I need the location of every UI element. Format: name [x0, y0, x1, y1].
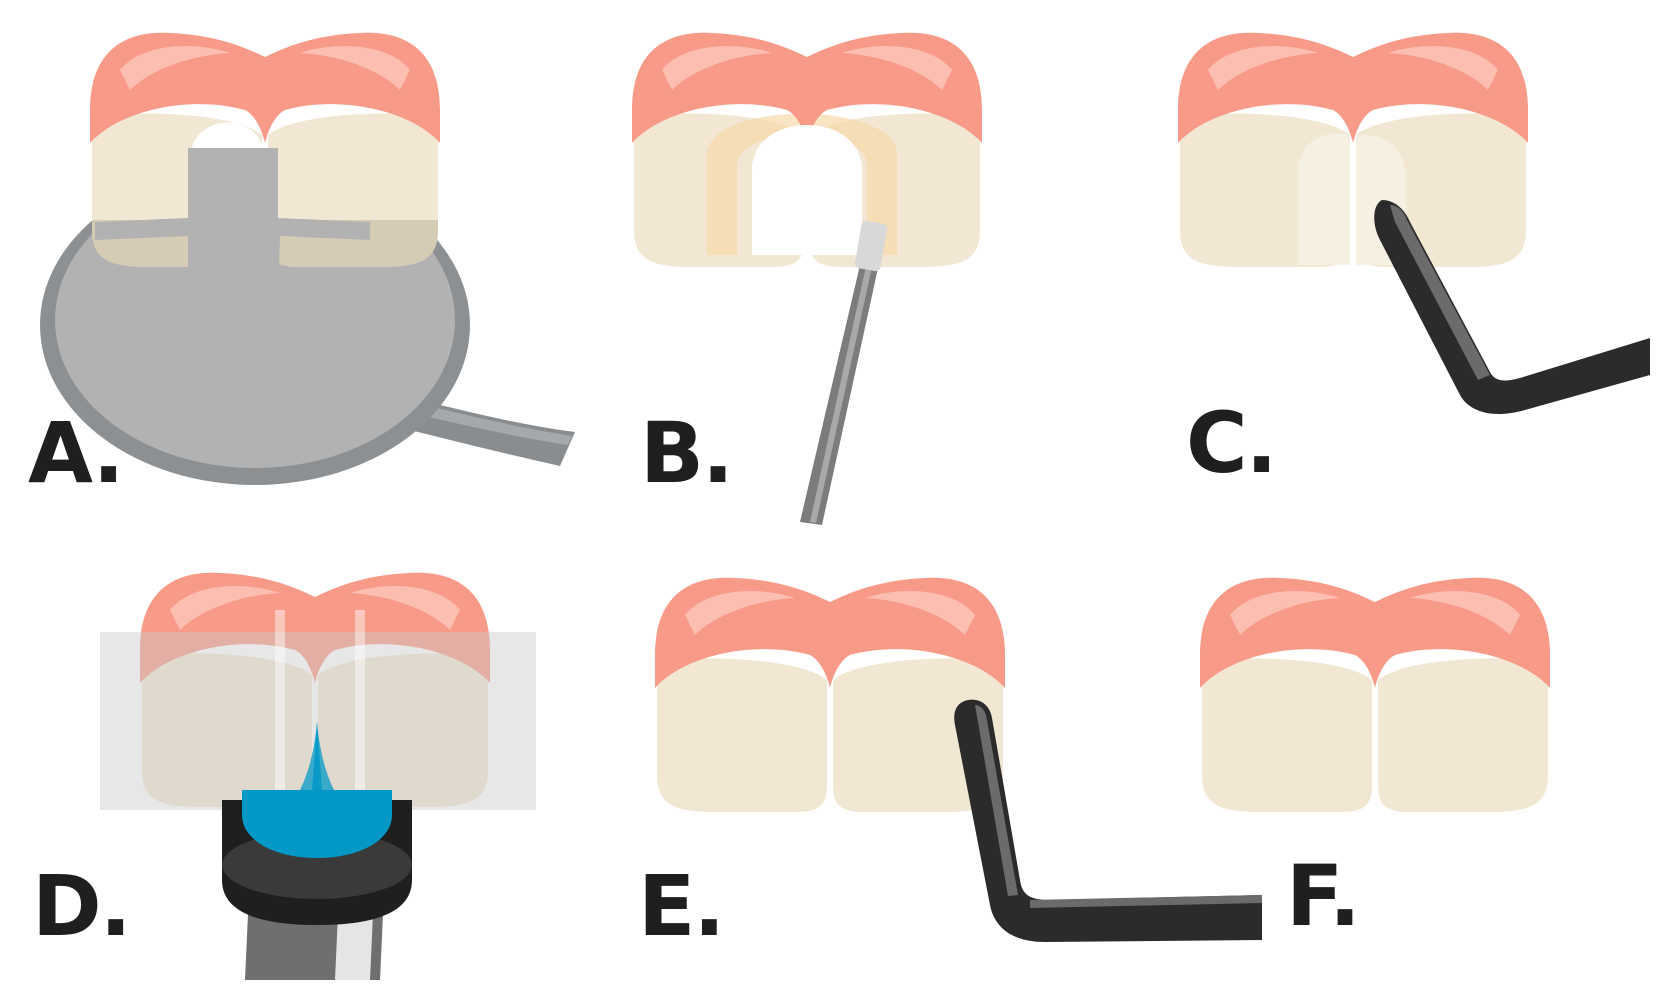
panel-a: A.	[28, 32, 575, 502]
etch-applicator	[800, 220, 888, 525]
composite-fill	[1298, 133, 1350, 265]
panel-label-c: C.	[1186, 394, 1276, 492]
panel-label-b: B.	[640, 404, 732, 502]
panel-f: F.	[1200, 577, 1550, 945]
panel-c: C.	[1178, 32, 1650, 492]
panel-d: D.	[32, 572, 536, 980]
clamp-post	[95, 148, 370, 300]
placement-instrument	[1374, 200, 1650, 415]
panel-b: B.	[632, 32, 982, 525]
finishing-instrument	[954, 699, 1262, 942]
curing-light	[222, 722, 412, 925]
panel-label-e: E.	[638, 857, 723, 955]
panel-e: E.	[638, 577, 1262, 955]
panel-label-d: D.	[32, 857, 130, 955]
panel-label-a: A.	[28, 404, 122, 502]
panel-label-f: F.	[1286, 847, 1359, 945]
